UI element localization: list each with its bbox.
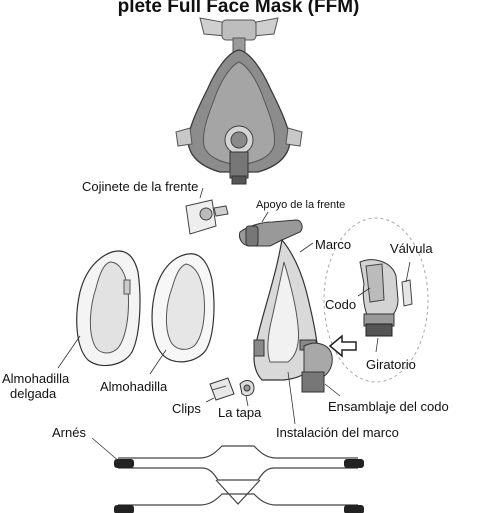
leader-frame-install	[288, 372, 295, 424]
leader-clips	[206, 398, 214, 402]
elbow-assembly-part	[302, 343, 332, 392]
label-clips: Clips	[172, 402, 201, 416]
thin-cushion-part	[77, 251, 140, 366]
leader-forehead-support	[262, 212, 268, 222]
forehead-support-part	[239, 220, 302, 246]
elbow-detail-parts	[360, 260, 412, 336]
cushion-part	[152, 254, 214, 362]
leader-valve	[406, 262, 410, 282]
detail-arrow-icon	[330, 336, 356, 356]
label-forehead-support: Apoyo de la frente	[256, 198, 345, 212]
label-cushion: Almohadilla	[100, 380, 167, 394]
label-valve: Válvula	[390, 242, 433, 256]
clips-part	[210, 378, 234, 400]
label-elbow-assembly: Ensamblaje del codo	[328, 400, 449, 414]
leader-forehead-cushion	[200, 188, 203, 198]
forehead-cushion-part	[186, 200, 228, 234]
label-forehead-cushion: Cojinete de la frente	[82, 180, 198, 194]
leader-frame	[300, 243, 313, 252]
label-thin-cushion-line1: Almohadilla	[2, 372, 69, 386]
label-thin-cushion-line2: delgada	[10, 387, 56, 401]
label-frame-install: Instalación del marco	[276, 426, 399, 440]
leader-thin-cushion	[58, 336, 80, 368]
label-swivel: Giratorio	[366, 358, 416, 372]
label-headgear: Arnés	[52, 426, 86, 440]
leader-headgear	[92, 438, 120, 462]
leader-cushion	[150, 350, 166, 374]
label-elbow: Codo	[325, 298, 356, 312]
assembled-mask-illustration	[176, 18, 302, 184]
cap-part	[240, 381, 254, 396]
label-frame: Marco	[315, 238, 351, 252]
leader-elbow-assembly	[325, 384, 340, 396]
leader-swivel	[376, 338, 378, 352]
headgear-part	[114, 446, 364, 513]
label-cap: La tapa	[218, 406, 261, 420]
